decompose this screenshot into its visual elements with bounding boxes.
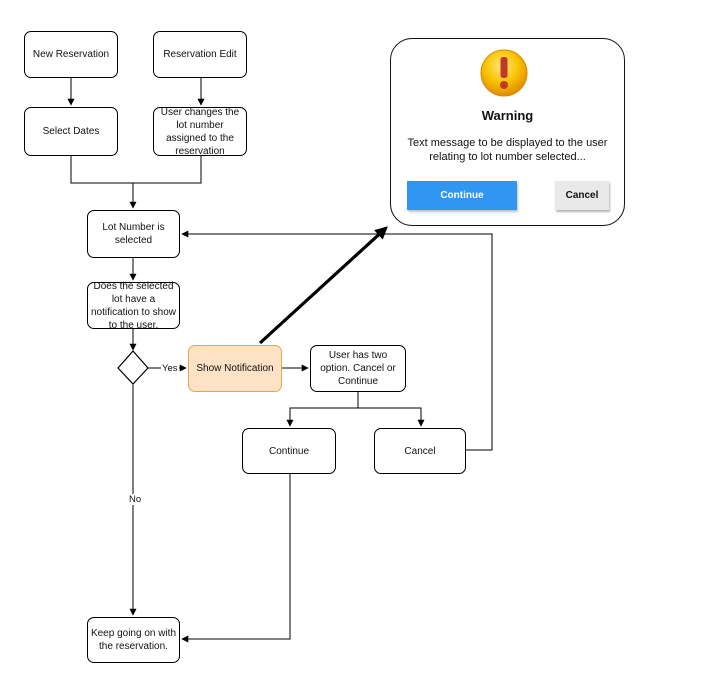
edge-options-split-right: [358, 407, 425, 427]
warning-message: Text message to be displayed to the user…: [407, 137, 608, 163]
node-two-options: User has two option. Cancel or Continue: [310, 345, 406, 392]
node-new-reservation-label: New Reservation: [32, 49, 110, 60]
edge-continue-to-keep: [181, 474, 291, 643]
node-keep-going: Keep going on with the reservation.: [87, 617, 180, 663]
decision-diamond: [117, 350, 149, 385]
node-user-changes-lot-label: User changes the lot number assigned to …: [160, 106, 240, 157]
node-has-notification: Does the selected lot have a notificatio…: [87, 280, 180, 331]
node-keep-going-label: Keep going on with the reservation.: [90, 628, 177, 652]
edge-label-yes: Yes: [161, 363, 179, 374]
node-cancel: Cancel: [374, 428, 466, 474]
warning-exclamation-icon: [480, 49, 528, 97]
warning-dialog: Warning Text message to be displayed to …: [390, 38, 625, 226]
node-show-notification-label: Show Notification: [196, 363, 274, 374]
node-continue: Continue: [242, 428, 336, 474]
node-new-reservation: New Reservation: [24, 31, 118, 78]
edge-options-split: [286, 392, 359, 427]
continue-button[interactable]: Continue: [407, 181, 517, 210]
node-two-options-label: User has two option. Cancel or Continue: [320, 350, 396, 387]
edge-label-no: No: [128, 494, 143, 505]
node-lot-selected: Lot Number is selected: [87, 210, 180, 258]
node-select-dates-label: Select Dates: [42, 126, 100, 137]
node-user-changes-lot: User changes the lot number assigned to …: [153, 106, 247, 157]
node-cancel-label: Cancel: [404, 445, 436, 457]
edge-dates-merge: [70, 156, 133, 184]
warning-title: Warning: [481, 108, 534, 123]
node-continue-label: Continue: [268, 445, 310, 457]
edge-show-to-dialog: [258, 226, 388, 345]
node-reservation-edit: Reservation Edit: [153, 31, 247, 78]
node-lot-selected-label: Lot Number is selected: [102, 222, 165, 246]
node-reservation-edit-label: Reservation Edit: [163, 49, 237, 60]
edge-cancel-back: [181, 230, 493, 451]
node-has-notification-label: Does the selected lot have a notificatio…: [90, 280, 177, 331]
node-show-notification: Show Notification: [188, 345, 282, 392]
edge-user-merge: [133, 156, 202, 184]
node-select-dates: Select Dates: [24, 107, 118, 156]
cancel-button[interactable]: Cancel: [555, 181, 609, 210]
